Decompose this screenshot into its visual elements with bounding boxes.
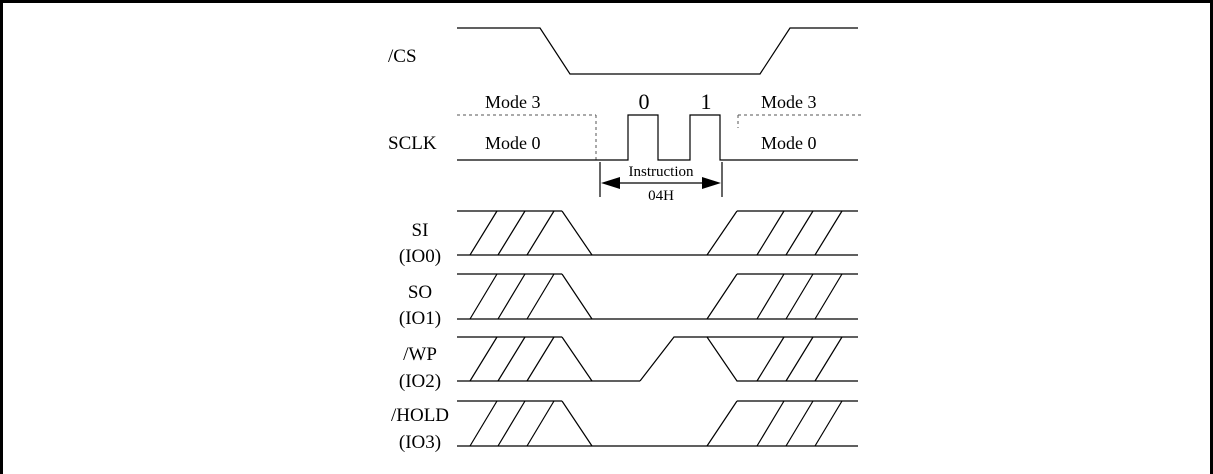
mode3-right-label: Mode 3	[761, 92, 817, 112]
si-waveform	[457, 210, 858, 256]
instruction-label: Instruction	[629, 164, 694, 180]
cs-waveform	[457, 27, 858, 75]
mode3-left-label: Mode 3	[485, 92, 541, 112]
clock-edge-1: 1	[701, 89, 712, 114]
instruction-arrow-left-head	[601, 177, 620, 189]
mode0-right-label: Mode 0	[761, 133, 817, 153]
hold-waveform	[457, 400, 858, 447]
instruction-arrow-right-head	[702, 177, 721, 189]
hold-label: /HOLD	[391, 405, 449, 426]
so-waveform	[457, 273, 858, 320]
so-sub-label: (IO1)	[399, 308, 441, 329]
instruction-code: 04H	[648, 188, 674, 204]
si-label: SI	[412, 220, 429, 241]
hold-sub-label: (IO3)	[399, 432, 441, 453]
sclk-waveform	[457, 114, 858, 161]
sclk-label: SCLK	[388, 133, 437, 154]
wp-sub-label: (IO2)	[399, 371, 441, 392]
cs-label: /CS	[388, 46, 417, 67]
mode0-left-label: Mode 0	[485, 133, 541, 153]
clock-edge-0: 0	[639, 89, 650, 114]
wp-waveform	[457, 336, 858, 382]
so-label: SO	[408, 282, 432, 303]
si-sub-label: (IO0)	[399, 246, 441, 267]
wp-label: /WP	[403, 344, 437, 365]
